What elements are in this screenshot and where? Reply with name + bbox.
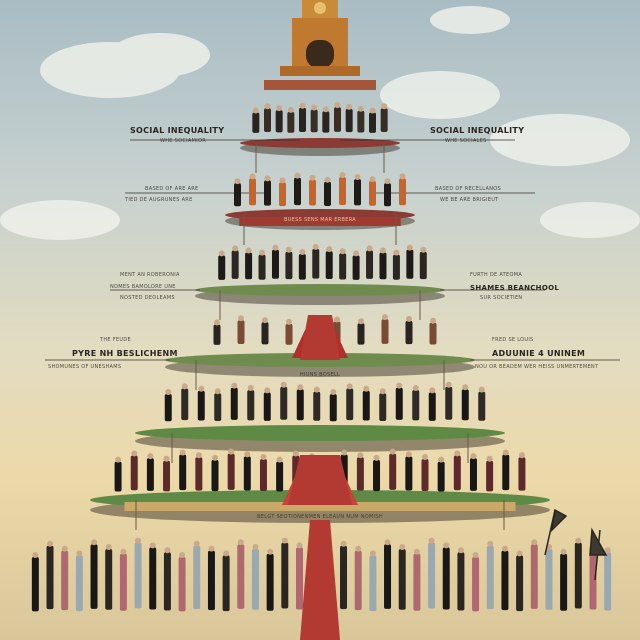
top-left-title: SOCIAL INEQUALITY <box>130 126 225 135</box>
tier4-left-line-b: PYRE NH BESLICHENM <box>72 349 178 358</box>
tier-platform-5 <box>135 425 505 441</box>
tier-platform-1 <box>240 138 400 148</box>
top-right-subtitle: WHE SOCIALES <box>445 138 487 144</box>
tier3-right-line-c: SUR SOCIETIEN <box>480 295 523 301</box>
tier4-left-line-a: THE FEUDE <box>100 337 131 343</box>
tier2-right-line-a: BASED OF RECELLANOS <box>435 186 501 192</box>
tower-icon <box>264 0 376 90</box>
tier5-band-text: HIUNS BOSELL <box>299 372 341 378</box>
tier3-left-line-a: MENT AN ROBERONIA <box>120 272 180 278</box>
tier4-right-line-b: ADUUNIE 4 UNINEM <box>492 349 586 358</box>
tier3-right-line-a: FURTH DE ATEOMA <box>470 272 523 278</box>
tier2-left-line-b: TIED DE AUGRUNES ARE <box>125 197 193 203</box>
tier2-band-text: BUESS SENS MAR ERBERA <box>283 217 357 223</box>
clouds <box>0 6 640 240</box>
tier4-right-line-c: NOU OR BEADEM WER HEISS UNMERTEMENT <box>475 364 599 370</box>
tier4-right-line-a: FRED SE LOUIS <box>492 337 534 343</box>
tier4-left-line-c: SHOMUNES OF UNESHAMS <box>48 364 122 370</box>
tier-platform-3 <box>195 284 445 296</box>
top-right-title: SOCIAL INEQUALITY <box>430 126 525 135</box>
pyramid-tiers <box>45 138 620 530</box>
flag-icon <box>544 508 608 581</box>
tier3-left-line-c: NOSTED DEOLEAMS <box>120 295 175 301</box>
tier2-left-line-a: BASED OF ARE ARE <box>145 186 199 192</box>
people-crowds <box>31 102 612 612</box>
base-band-text: BELGT SEOTIONENMEN ELEAUN NUM NOMISH <box>257 514 383 520</box>
red-stairs <box>288 315 352 640</box>
tier3-right-line-b: SHAMES BEANCHOOL <box>470 284 560 292</box>
tier3-left-line-b: NOMES BAMOLORE UNE <box>110 284 176 290</box>
tier2-right-line-b: WE BE ARE BRIGIEUT <box>440 197 499 203</box>
top-left-subtitle: WHE SOCIAMIOR <box>160 138 207 144</box>
